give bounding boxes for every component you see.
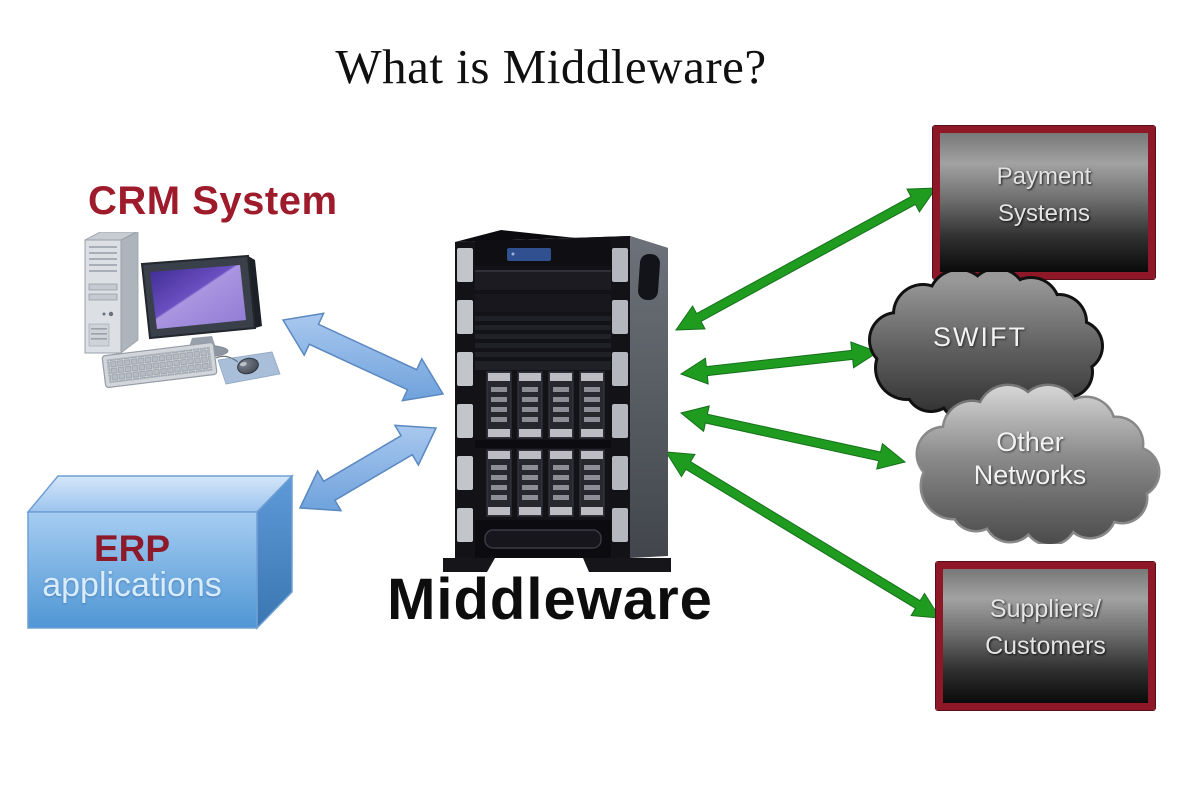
other-networks-label-line2: Networks — [973, 460, 1087, 490]
payment-systems-box: Payment Systems — [933, 126, 1155, 279]
crm-system-label: CRM System — [88, 179, 338, 223]
other-networks-cloud — [915, 383, 1161, 544]
desktop-monitor — [140, 254, 262, 358]
server-side-handle — [638, 253, 660, 301]
server-bezel-right — [612, 248, 628, 542]
desktop-tower — [84, 232, 139, 354]
erp-middleware-arrow — [298, 424, 438, 512]
middleware-label: Middleware — [387, 567, 713, 632]
payment-systems-label-line2: Systems — [997, 200, 1090, 227]
suppliers-customers-label-line2: Customers — [985, 632, 1106, 660]
desktop-mouse — [215, 351, 281, 385]
suppliers-customers-label-line1: Suppliers/ — [989, 595, 1102, 623]
desktop-keyboard — [101, 342, 218, 389]
server-bezel-left — [457, 248, 473, 542]
erp-sublabel: applications — [42, 566, 222, 604]
payment-systems-label-line1: Payment — [996, 163, 1092, 190]
monitor-screen — [150, 265, 246, 329]
other-networks-label: Other Networks — [930, 426, 1130, 492]
middleware-server-illustration — [443, 230, 671, 572]
erp-label: ERP — [93, 528, 171, 569]
middleware-swift-arrow — [679, 341, 880, 385]
page-title: What is Middleware? — [335, 39, 767, 94]
swift-label: SWIFT — [933, 322, 1027, 352]
other-networks-label-line1: Other — [996, 427, 1064, 457]
suppliers-customers-box: Suppliers/ Customers — [936, 562, 1155, 710]
crm-middleware-arrow — [281, 312, 445, 402]
crm-computer-illustration — [84, 232, 281, 389]
erp-box — [26, 474, 294, 630]
server-logo-badge — [507, 248, 551, 261]
